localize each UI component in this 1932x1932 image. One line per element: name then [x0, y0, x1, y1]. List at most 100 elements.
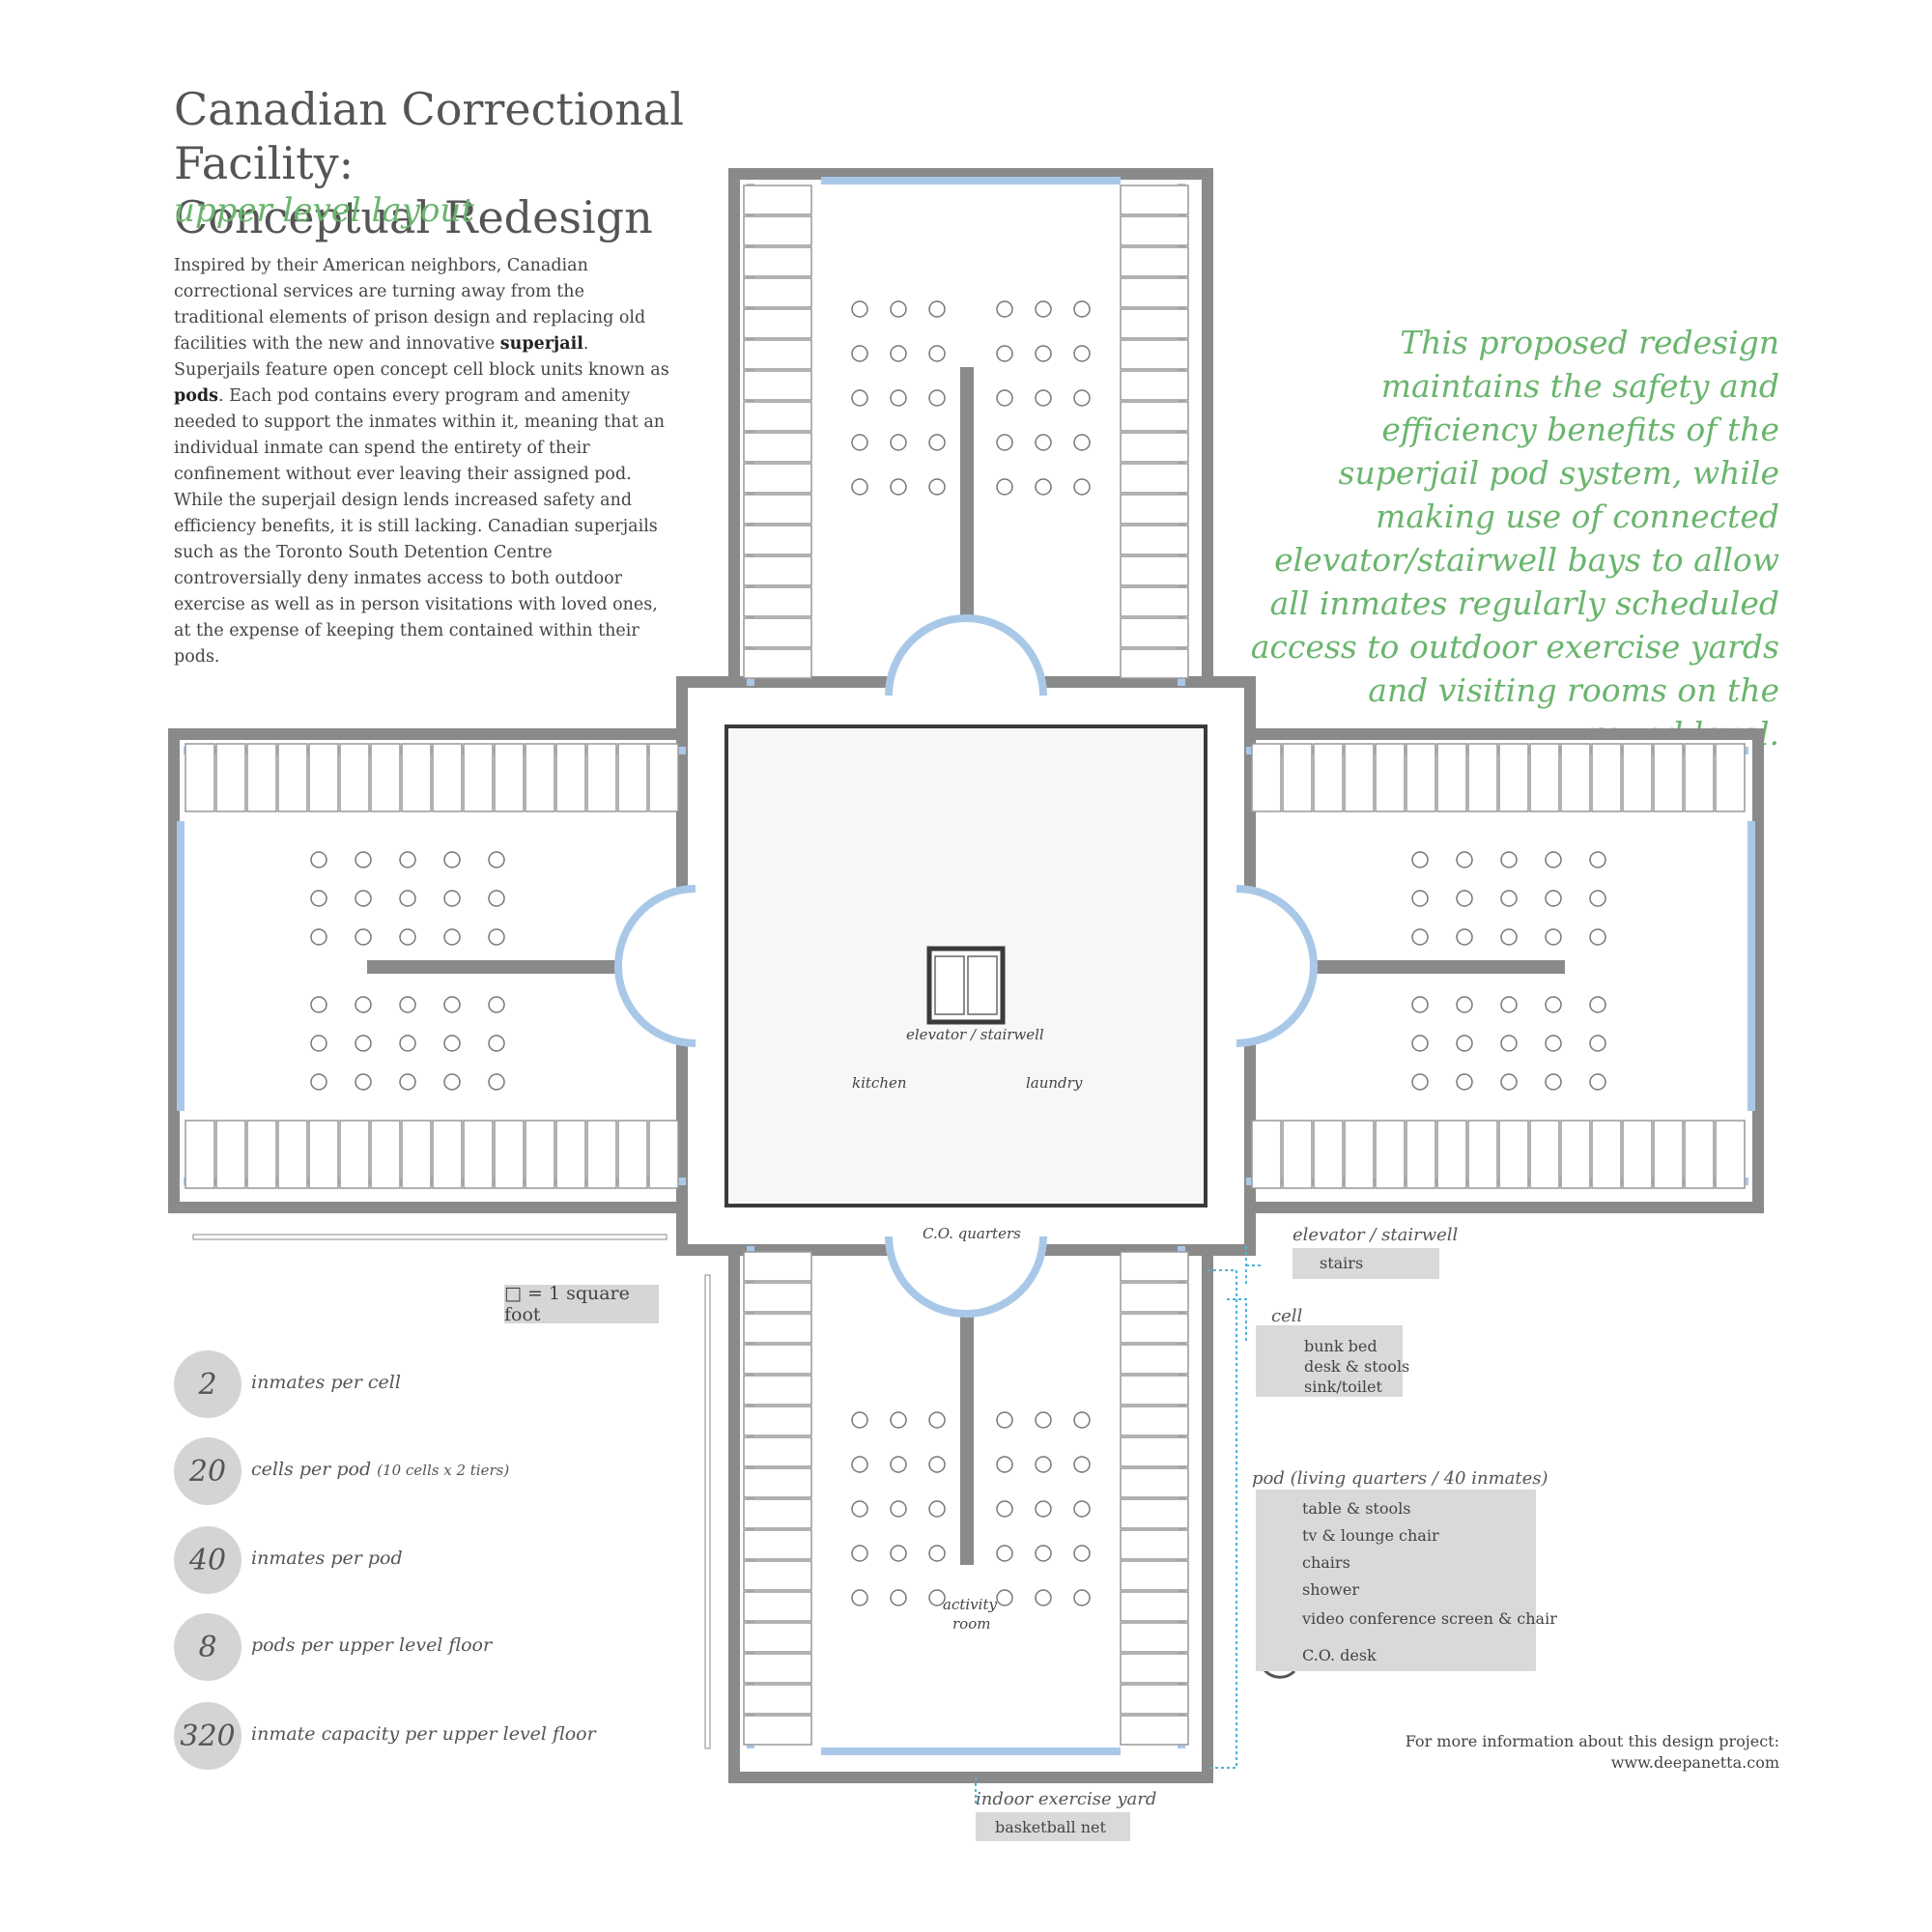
- cell: [1436, 1120, 1467, 1189]
- cell: [1120, 1436, 1189, 1467]
- table: [1456, 851, 1473, 868]
- table: [996, 300, 1013, 318]
- footer-url: www.deepanetta.com: [1610, 1753, 1779, 1772]
- cell: [1120, 215, 1189, 246]
- cell: [1591, 743, 1622, 812]
- table: [1589, 890, 1606, 907]
- activity-room-label-1: activity: [943, 1596, 997, 1613]
- cell: [1406, 743, 1436, 812]
- table: [488, 851, 505, 868]
- title-line-1: Canadian Correctional Facility:: [174, 83, 685, 189]
- cell: [1498, 743, 1529, 812]
- footer-info: For more information about this design p…: [1333, 1731, 1779, 1774]
- cell: [215, 743, 246, 812]
- table: [443, 996, 461, 1013]
- co-bay: [885, 614, 1047, 696]
- table: [928, 1589, 946, 1606]
- table: [1073, 1545, 1091, 1562]
- cell: [743, 308, 812, 339]
- cell: [1375, 743, 1406, 812]
- table: [310, 996, 327, 1013]
- table: [1456, 928, 1473, 946]
- table: [1456, 996, 1473, 1013]
- cell: [743, 555, 812, 586]
- stat-label: inmates per cell: [251, 1372, 401, 1393]
- table: [399, 890, 416, 907]
- table: [488, 890, 505, 907]
- cell: [1467, 743, 1498, 812]
- table: [1073, 300, 1091, 318]
- cell: [1120, 494, 1189, 525]
- table: [1035, 478, 1052, 496]
- legend-leader: [1245, 1246, 1261, 1285]
- cell: [1120, 339, 1189, 370]
- legend-cell-box: [1256, 1325, 1403, 1397]
- floor-plan-walls: [168, 168, 1764, 1833]
- cell: [1120, 277, 1189, 308]
- cell: [743, 1467, 812, 1498]
- legend-bunk-bed: bunk bed: [1304, 1337, 1378, 1355]
- table: [1545, 928, 1562, 946]
- cell: [277, 1120, 308, 1189]
- cell: [525, 1120, 555, 1189]
- table: [1035, 345, 1052, 362]
- cell: [1591, 1120, 1622, 1189]
- cell: [743, 648, 812, 679]
- table: [1589, 1035, 1606, 1052]
- table: [1500, 890, 1518, 907]
- table: [928, 300, 946, 318]
- cell: [743, 1313, 812, 1344]
- cell: [215, 1120, 246, 1189]
- window-strip: [821, 177, 1121, 185]
- laundry-label: laundry: [1026, 1074, 1083, 1092]
- cell: [1120, 1344, 1189, 1375]
- cell: [1406, 1120, 1436, 1189]
- table: [851, 1411, 868, 1429]
- table: [1545, 851, 1562, 868]
- cell: [1251, 743, 1282, 812]
- cell: [1436, 743, 1467, 812]
- cell: [308, 1120, 339, 1189]
- window-strip: [1747, 821, 1755, 1111]
- cell: [743, 1282, 812, 1313]
- stat-label: inmate capacity per upper level floor: [251, 1723, 596, 1745]
- table: [851, 1456, 868, 1473]
- cell: [1120, 246, 1189, 277]
- corridor: [367, 960, 686, 974]
- table: [851, 478, 868, 496]
- cell: [743, 1591, 812, 1622]
- window-strip: [821, 1747, 1121, 1755]
- cell: [743, 1251, 812, 1282]
- cell: [185, 743, 215, 812]
- cell: [1120, 1653, 1189, 1684]
- table: [488, 996, 505, 1013]
- elevator-stairwell-label: elevator / stairwell: [906, 1026, 1044, 1043]
- cell: [648, 1120, 679, 1189]
- page-subtitle: upper level layout: [174, 191, 474, 230]
- table: [1073, 1500, 1091, 1518]
- cell: [1313, 743, 1344, 812]
- table: [1073, 345, 1091, 362]
- table: [355, 890, 372, 907]
- stat-label-text: cells per pod: [251, 1459, 372, 1480]
- table: [1456, 1073, 1473, 1091]
- cell: [1529, 1120, 1560, 1189]
- activity-room-label-2: room: [952, 1615, 991, 1633]
- cell: [246, 1120, 277, 1189]
- cell: [401, 743, 432, 812]
- table: [1500, 1073, 1518, 1091]
- table: [443, 890, 461, 907]
- cell: [1498, 1120, 1529, 1189]
- cell: [617, 1120, 648, 1189]
- cell: [743, 401, 812, 432]
- table: [996, 434, 1013, 451]
- cell: [339, 743, 370, 812]
- table: [1035, 389, 1052, 407]
- table: [1545, 1073, 1562, 1091]
- table: [310, 890, 327, 907]
- legend-cell-title: cell: [1271, 1306, 1303, 1326]
- table: [928, 389, 946, 407]
- cell: [1120, 401, 1189, 432]
